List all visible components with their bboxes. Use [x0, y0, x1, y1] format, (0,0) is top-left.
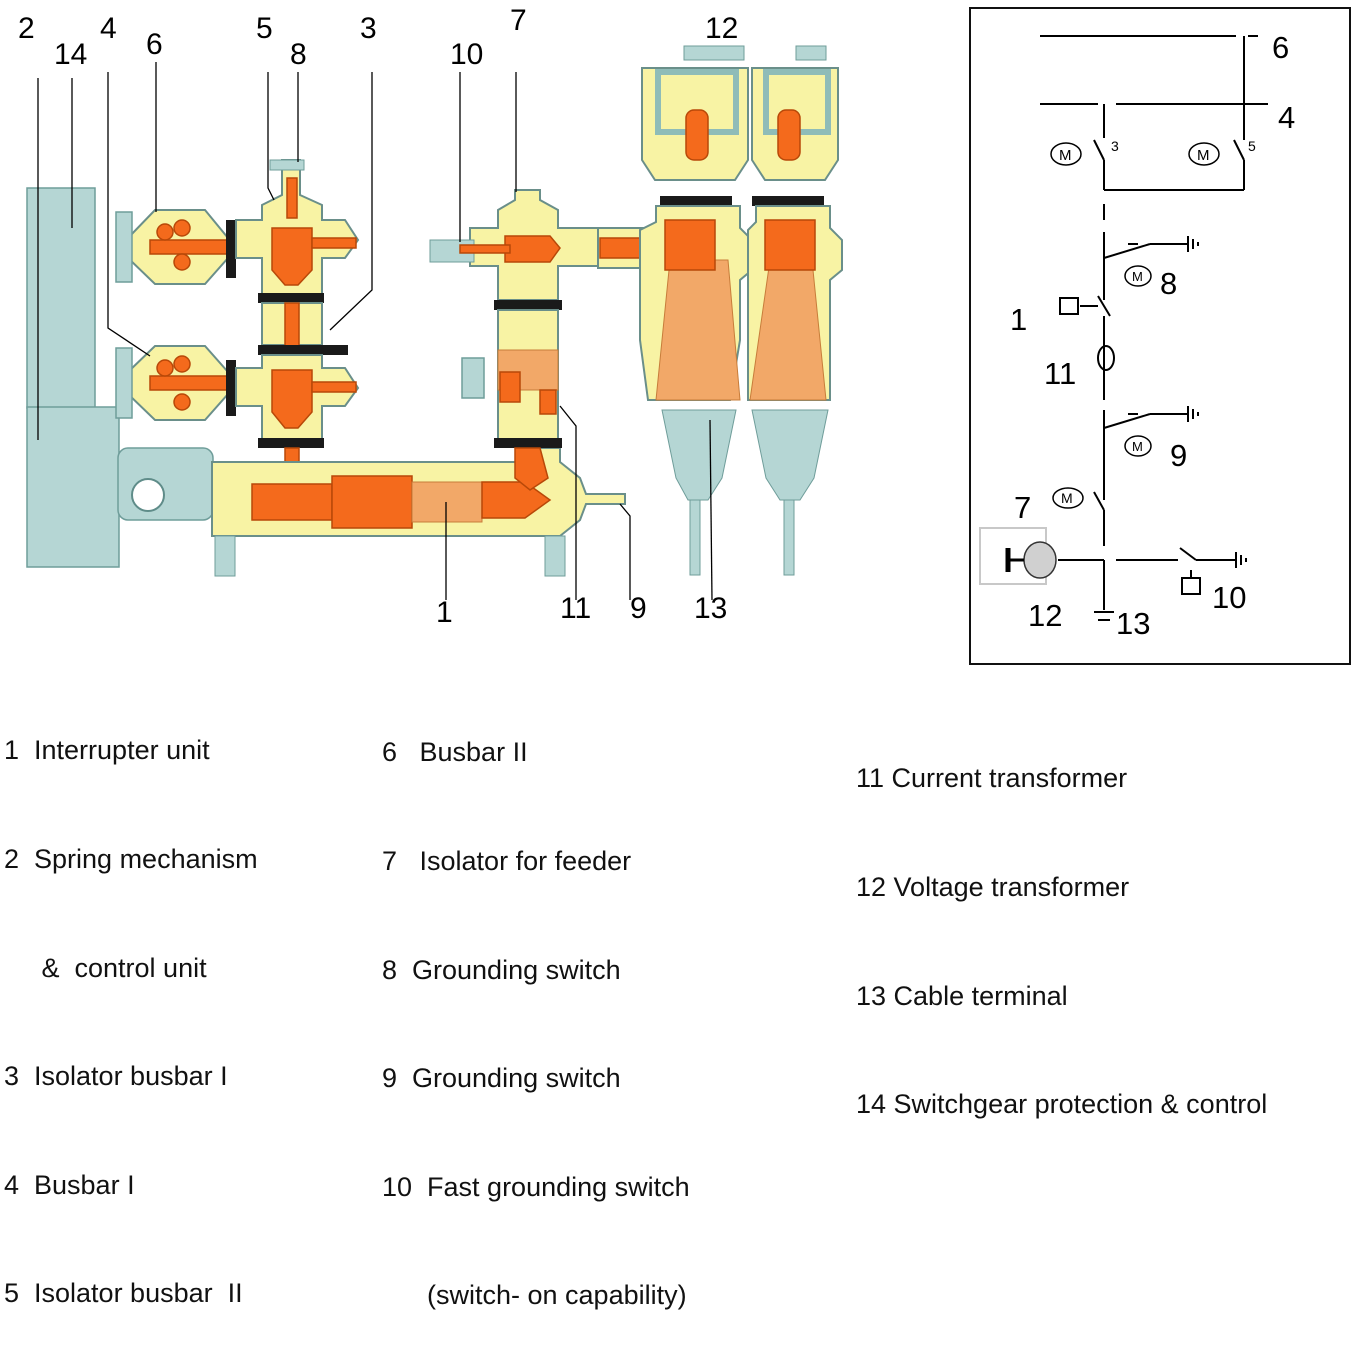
schematic-label-9: 9: [1170, 438, 1187, 473]
schematic-label-8: 8: [1160, 266, 1177, 301]
callout-2: 2: [18, 12, 35, 45]
schematic-label-10: 10: [1212, 580, 1246, 615]
isolator-column: [235, 159, 360, 479]
motor-label: M: [1197, 147, 1210, 164]
motor-label: M: [1059, 147, 1072, 164]
callout-1: 1: [436, 596, 453, 629]
legend-item: 9 Grounding switch: [382, 1063, 621, 1094]
leader-lines: [37, 62, 713, 601]
legend-item: 10 Fast grounding switch: [382, 1171, 690, 1202]
schematic-label-6: 6: [1272, 30, 1289, 65]
callout-8: 8: [290, 38, 307, 71]
legend-item: 5 Isolator busbar II: [4, 1278, 243, 1309]
callout-14: 14: [54, 38, 87, 71]
interrupter-tank: [211, 447, 626, 577]
busbar-2: [115, 209, 236, 285]
legend-item: 3 Isolator busbar I: [4, 1061, 228, 1092]
callout-13: 13: [694, 592, 727, 625]
legend-item: 13 Cable terminal: [856, 980, 1068, 1011]
voltage-transformer-b: [747, 45, 843, 576]
legend-column-3: 11 Current transformer 12 Voltage transf…: [856, 688, 1267, 1159]
legend-item: 2 Spring mechanism: [4, 844, 258, 874]
callout-4: 4: [100, 12, 117, 45]
callout-3: 3: [360, 12, 377, 45]
legend-item: 12 Voltage transformer: [856, 872, 1130, 902]
legend-item: 6 Busbar II: [382, 737, 528, 768]
legend-item: & control unit: [4, 952, 207, 983]
single-line-schematic: [969, 7, 1351, 665]
legend-item: 7 Isolator for feeder: [382, 846, 632, 876]
schematic-label-12: 12: [1028, 598, 1062, 633]
motor-label: M: [1132, 269, 1143, 284]
callout-7: 7: [510, 4, 527, 37]
schematic-label-4: 4: [1278, 100, 1295, 135]
busbar-1: [115, 345, 236, 421]
legend-item: 14 Switchgear protection & control: [856, 1089, 1268, 1120]
schematic-label-1: 1: [1010, 302, 1027, 337]
spring-mechanism: [117, 447, 214, 521]
legend-column-1: 1 Interrupter unit 2 Spring mechanism & …: [4, 660, 258, 1348]
feeder-column: [429, 189, 601, 491]
voltage-transformer-a: [639, 45, 753, 576]
callout-10: 10: [450, 38, 483, 71]
legend-column-2: 6 Busbar II 7 Isolator for feeder 8 Grou…: [382, 662, 690, 1350]
switch-sublabel-3: 3: [1111, 138, 1119, 154]
schematic-label-7: 7: [1014, 490, 1031, 525]
motor-label: M: [1061, 490, 1073, 506]
motor-label: M: [1132, 439, 1143, 454]
legend-item: 4 Busbar I: [4, 1169, 135, 1200]
callout-6: 6: [146, 28, 163, 61]
callout-12: 12: [705, 12, 738, 45]
legend-item: 8 Grounding switch: [382, 954, 621, 985]
legend-item: (switch- on capability): [382, 1280, 687, 1311]
callout-5: 5: [256, 12, 273, 45]
control-cabinet: [26, 187, 120, 568]
switch-sublabel-5: 5: [1248, 138, 1256, 154]
gis-diagram: .enc { fill: #f8f3a4; stroke: #6a8f8a; s…: [18, 4, 1351, 665]
legend-item: 1 Interrupter unit: [4, 735, 210, 766]
schematic-label-11: 11: [1044, 356, 1076, 391]
callout-9: 9: [630, 592, 647, 625]
callout-11: 11: [560, 592, 591, 625]
legend-item: 11 Current transformer: [856, 763, 1128, 794]
schematic-label-13: 13: [1116, 606, 1150, 641]
